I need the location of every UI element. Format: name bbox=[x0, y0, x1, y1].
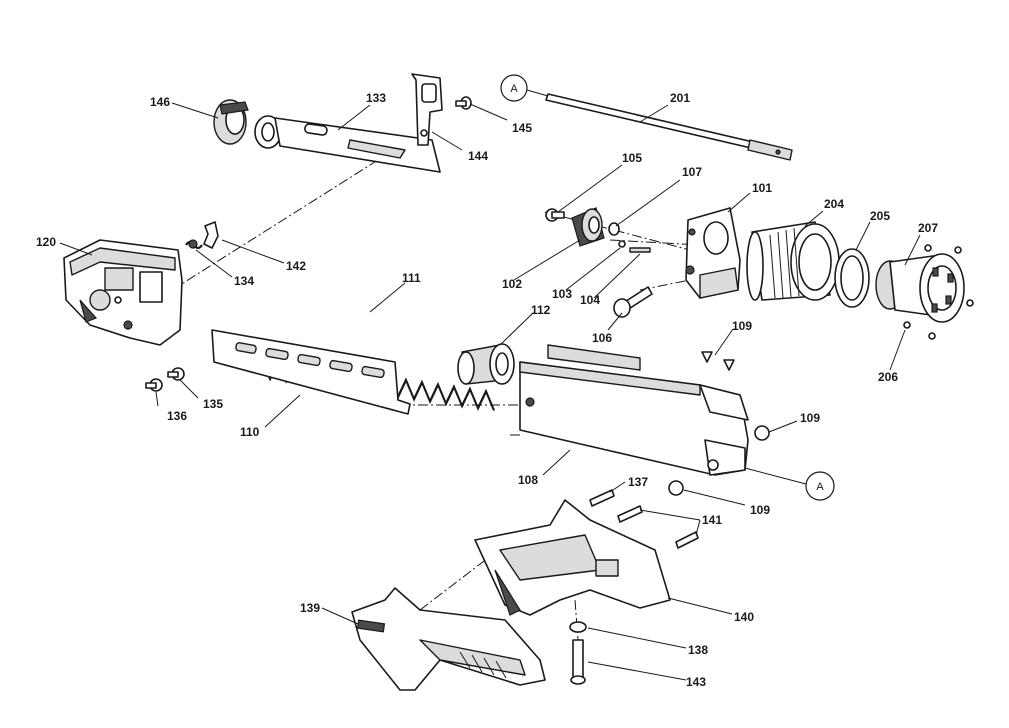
label-109-right: 109 bbox=[800, 411, 820, 425]
part-number-labels: 146 133 145 144 201 105 107 101 204 205 … bbox=[36, 91, 938, 689]
label-108: 108 bbox=[518, 473, 538, 487]
part-109-screw-bottom bbox=[668, 480, 684, 496]
part-135-screw bbox=[167, 367, 185, 381]
callout-a-bottom-text: A bbox=[816, 481, 824, 493]
part-201-rod bbox=[545, 93, 793, 161]
part-105-screw bbox=[545, 208, 565, 222]
part-112-bushing bbox=[457, 343, 515, 385]
part-205-o-ring bbox=[834, 248, 870, 308]
part-143-pin bbox=[570, 639, 586, 685]
part-101-block bbox=[685, 207, 741, 299]
label-110: 110 bbox=[240, 425, 260, 439]
label-139: 139 bbox=[300, 601, 320, 615]
label-138: 138 bbox=[688, 643, 708, 657]
label-134: 134 bbox=[234, 274, 254, 288]
label-120: 120 bbox=[36, 235, 56, 249]
label-135: 135 bbox=[203, 397, 223, 411]
part-109-screw-right bbox=[754, 425, 770, 441]
label-133: 133 bbox=[366, 91, 386, 105]
label-142: 142 bbox=[286, 259, 306, 273]
label-109-top: 109 bbox=[732, 319, 752, 333]
part-120-rear-housing bbox=[63, 239, 183, 346]
leader-lines bbox=[59, 102, 921, 681]
part-102-gear bbox=[571, 207, 605, 247]
label-207: 207 bbox=[918, 221, 938, 235]
label-101: 101 bbox=[752, 181, 772, 195]
label-206: 206 bbox=[878, 370, 898, 384]
callout-a-bottom: A bbox=[744, 467, 835, 501]
label-104: 104 bbox=[580, 293, 600, 307]
label-141: 141 bbox=[702, 513, 722, 527]
part-110-side-plate bbox=[211, 329, 411, 415]
label-137: 137 bbox=[628, 475, 648, 489]
label-204: 204 bbox=[824, 197, 844, 211]
label-111: 111 bbox=[402, 271, 421, 285]
part-133-strap-plate bbox=[254, 115, 441, 173]
label-107: 107 bbox=[682, 165, 702, 179]
label-144: 144 bbox=[468, 149, 488, 163]
part-106-bolt bbox=[613, 286, 653, 318]
label-201: 201 bbox=[670, 91, 690, 105]
part-206-pins bbox=[903, 244, 974, 340]
label-103: 103 bbox=[552, 287, 572, 301]
part-108-main-channel bbox=[519, 344, 749, 476]
part-141-screws bbox=[617, 505, 699, 549]
part-139-grip-half bbox=[351, 587, 546, 691]
label-105: 105 bbox=[622, 151, 642, 165]
label-109-bottom: 109 bbox=[750, 503, 770, 517]
callout-a-top: A bbox=[500, 74, 549, 102]
label-106: 106 bbox=[592, 331, 612, 345]
label-143: 143 bbox=[686, 675, 706, 689]
part-144-bracket bbox=[411, 73, 443, 146]
label-112: 112 bbox=[531, 303, 551, 317]
part-142-latch bbox=[203, 221, 219, 249]
part-145-screw bbox=[455, 96, 472, 110]
part-104-pin bbox=[629, 247, 651, 253]
part-136-screw bbox=[145, 378, 163, 392]
part-140-grip-half bbox=[474, 499, 671, 616]
part-204-threaded-sleeve bbox=[746, 221, 840, 301]
label-145: 145 bbox=[512, 121, 532, 135]
part-109-screws-top bbox=[701, 351, 735, 371]
part-134-small-spring bbox=[185, 239, 203, 250]
part-146-end-cap bbox=[213, 99, 249, 145]
part-137-screw bbox=[589, 489, 615, 507]
label-140: 140 bbox=[734, 610, 754, 624]
part-103-ball bbox=[618, 240, 626, 248]
part-138-washer bbox=[569, 621, 587, 633]
label-136: 136 bbox=[167, 409, 187, 423]
label-205: 205 bbox=[870, 209, 890, 223]
part-207-connector bbox=[875, 253, 965, 323]
label-146: 146 bbox=[150, 95, 170, 109]
label-102: 102 bbox=[502, 277, 522, 291]
callout-a-top-text: A bbox=[510, 83, 518, 95]
